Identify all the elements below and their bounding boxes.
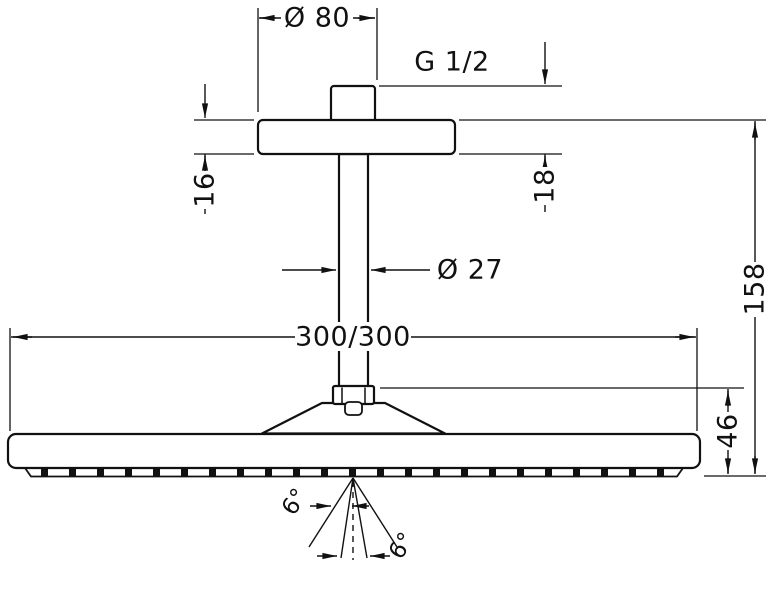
- dim-thread-length: 18: [459, 42, 562, 212]
- shower-head-body: [6, 432, 702, 470]
- spray-face: [24, 467, 684, 478]
- dim-installation-height: 158: [459, 119, 770, 477]
- dim-label-spray-angle-upper: 6°: [277, 484, 313, 520]
- dim-flange-height: 16: [190, 84, 254, 214]
- dim-spray-angles: 6° 6°: [277, 484, 420, 564]
- dim-label-pipe-diameter: Ø 27: [437, 255, 503, 286]
- dim-pipe-diameter: Ø 27: [282, 255, 503, 286]
- dim-label-flange-diameter: Ø 80: [284, 3, 350, 34]
- dim-head-dimensions: 300/300: [9, 322, 698, 431]
- dim-label-head-depth: 46: [713, 413, 744, 448]
- dim-label-flange-height: 16: [190, 172, 221, 207]
- dim-label-thread-length: 18: [530, 168, 561, 203]
- ceiling-plate: [256, 118, 457, 156]
- dim-label-installation-height: 158: [740, 262, 770, 315]
- thread-nut: [329, 84, 377, 124]
- dim-label-spray-angle-lower: 6°: [384, 528, 420, 564]
- dim-head-depth: 46: [380, 387, 744, 474]
- dim-flange-diameter: Ø 80: [257, 3, 378, 112]
- dim-thread-size: G 1/2: [379, 47, 562, 87]
- dim-label-head-dimensions: 300/300: [295, 322, 411, 353]
- dim-label-thread-size: G 1/2: [414, 47, 489, 78]
- inlet-detail: [344, 401, 363, 416]
- spray-angle-lines: [308, 477, 398, 560]
